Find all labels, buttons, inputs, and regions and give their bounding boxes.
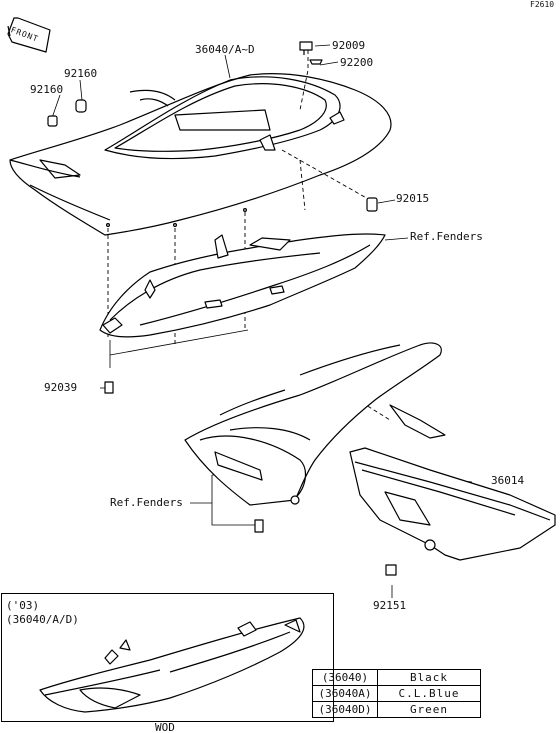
part-label-92200: 92200 xyxy=(340,56,374,69)
fasteners xyxy=(47,41,397,576)
color-legend-table: (36040) Black (36040A) C.L.Blue (36040D)… xyxy=(312,669,481,718)
part-label-92160-upper: 92160 xyxy=(64,67,98,80)
figure-code: F2610 xyxy=(530,0,555,9)
legend-color: C.L.Blue xyxy=(377,685,481,702)
inset-year-label: ('03) xyxy=(6,599,40,612)
ref-fenders-upper-label: Ref.Fenders xyxy=(410,230,483,243)
legend-code: (36040D) xyxy=(312,701,378,718)
front-arrow-icon xyxy=(7,17,51,53)
ref-fenders-lower-label: Ref.Fenders xyxy=(110,496,183,509)
seat-cowl-shape xyxy=(9,73,392,236)
part-label-92015: 92015 xyxy=(396,192,430,205)
legend-code: (36040) xyxy=(312,669,378,686)
legend-row: (36040D) Green xyxy=(312,701,481,718)
footer-code: WOD xyxy=(155,721,175,733)
rear-fender-shape xyxy=(99,233,386,338)
part-label-92151: 92151 xyxy=(373,599,407,612)
chain-guard-shape xyxy=(349,447,556,561)
side-cover-shape xyxy=(184,342,446,506)
legend-row: (36040) Black xyxy=(312,669,481,686)
legend-code: (36040A) xyxy=(312,685,378,702)
inset-seat-cowl-shape xyxy=(39,617,305,713)
inset-box xyxy=(1,593,334,722)
part-label-92009: 92009 xyxy=(332,39,366,52)
part-label-36014: 36014 xyxy=(491,474,525,487)
part-label-92160-lower: 92160 xyxy=(30,83,64,96)
legend-color: Black xyxy=(377,669,481,686)
inset-part-label: (36040/A/D) xyxy=(6,613,79,626)
legend-color: Green xyxy=(377,701,481,718)
part-label-92039: 92039 xyxy=(44,381,78,394)
legend-row: (36040A) C.L.Blue xyxy=(312,685,481,702)
part-label-36040: 36040/A~D xyxy=(195,43,255,56)
